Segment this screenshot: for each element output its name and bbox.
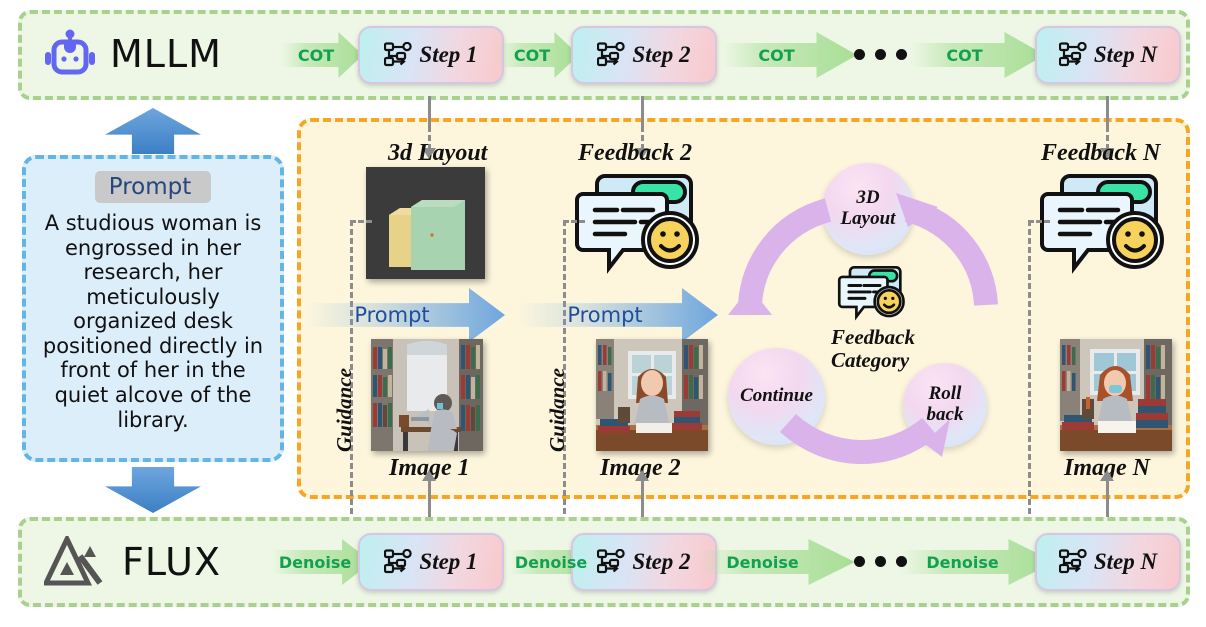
feedback-icon-2 [575, 168, 705, 280]
denoise-arrow-4-label: Denoise [926, 552, 999, 572]
caption-feedback-n: Feedback N [1041, 140, 1161, 166]
cot-arrow-2-label: COT [513, 45, 551, 65]
mllm-ellipsis [854, 49, 907, 60]
denoise-arrow-1: Denoise [272, 539, 372, 585]
mllm-step-n-label: Step N [1093, 42, 1158, 67]
denoise-arrow-4: Denoise [900, 539, 1055, 585]
guidance-1-label: Guidance [332, 368, 356, 452]
mllm-step-n[interactable]: Step N [1035, 26, 1181, 84]
guidance-1-hook [350, 220, 372, 223]
dot [875, 49, 886, 60]
flux-step-1-label: Step 1 [419, 549, 478, 574]
layout-down-arrowhead [422, 148, 436, 159]
mllm-step-1-label: Step 1 [419, 42, 478, 67]
layout-thumbnail [366, 167, 485, 279]
mllm-step-2-label: Step 2 [632, 42, 691, 67]
mllm-brand-label: MLLM [110, 32, 222, 76]
cycle-node-3d-layout[interactable]: 3D Layout [822, 163, 914, 255]
image-n-thumbnail [1060, 339, 1172, 451]
image-2-thumbnail [596, 339, 708, 451]
flux-step-n-label: Step N [1093, 549, 1158, 574]
mllm-step-2[interactable]: Step 2 [571, 26, 717, 84]
robot-icon [44, 28, 96, 80]
mllm-step2-down-line [641, 96, 644, 126]
feedbackn-down-arrowhead [1100, 148, 1114, 159]
image2-up-line [641, 478, 644, 533]
flux-step-n[interactable]: Step N [1035, 533, 1181, 591]
caption-feedback-2: Feedback 2 [578, 140, 692, 166]
prompt-to-mllm-arrow [105, 108, 201, 154]
imagen-up-line [1106, 478, 1109, 533]
cycle-center-feedback-icon [836, 263, 910, 323]
denoise-arrow-1-label: Denoise [278, 552, 352, 572]
dot [854, 49, 865, 60]
layout-down-dash [428, 126, 431, 150]
cot-arrow-1: COT [281, 32, 363, 78]
denoise-arrow-3-label: Denoise [726, 552, 799, 572]
flux-brand: FLUX [44, 536, 221, 588]
workflow-icon [597, 549, 626, 575]
flux-step-1[interactable]: Step 1 [358, 533, 504, 591]
workflow-icon [384, 42, 413, 68]
caption-3d-layout: 3d Layout [388, 140, 488, 166]
feedback2-down-dash [641, 126, 644, 150]
flux-step-2[interactable]: Step 2 [571, 533, 717, 591]
cycle-node-continue-label: Continue [740, 385, 813, 407]
guidance-1-line [350, 220, 353, 550]
guidance-2-line [563, 220, 566, 550]
guidance-2-hook [563, 220, 585, 223]
cycle-node-3d-layout-label: 3D Layout [840, 187, 896, 229]
guidance-n-hook [1028, 220, 1050, 223]
image2-up-arrowhead [635, 470, 649, 481]
mllm-stepn-down-line [1106, 96, 1109, 126]
denoise-arrow-2-label: Denoise [514, 552, 588, 572]
image-1-thumbnail [371, 339, 483, 451]
cycle-center-label-line2: Category [831, 348, 910, 372]
image1-up-line [428, 478, 431, 533]
guidance-n-line [1028, 220, 1031, 550]
prompt-arrow-2: Prompt [518, 288, 718, 342]
dot [896, 556, 907, 567]
imagen-up-arrowhead [1100, 470, 1114, 481]
prompt-arrow-1-label: Prompt [354, 303, 430, 327]
cot-arrow-4-label: COT [946, 45, 983, 65]
prompt-panel: Prompt A studious woman is engrossed in … [22, 155, 284, 462]
guidance-2-label: Guidance [545, 368, 569, 452]
prompt-text: A studious woman is engrossed in her res… [42, 211, 264, 432]
dot [854, 556, 865, 567]
cycle-node-rollback-label: Roll back [926, 383, 964, 425]
workflow-icon [597, 42, 626, 68]
flux-brand-label: FLUX [122, 540, 221, 584]
cot-arrow-4: COT [910, 32, 1045, 78]
cot-arrow-2: COT [497, 32, 579, 78]
cycle-center-label-line1: Feedback [831, 325, 915, 349]
image1-up-arrowhead [422, 470, 436, 481]
denoise-arrow-3: Denoise [700, 539, 855, 585]
prompt-to-flux-arrow [105, 467, 201, 513]
workflow-icon [384, 549, 413, 575]
prompt-arrow-1: Prompt [305, 288, 505, 342]
flux-step-2-label: Step 2 [632, 549, 691, 574]
flux-ellipsis [854, 556, 907, 567]
feedback-icon-n [1040, 168, 1170, 280]
mllm-step1-down-line [428, 96, 431, 126]
flux-logo-icon [44, 536, 108, 588]
prompt-chip-label: Prompt [94, 171, 212, 203]
cot-arrow-1-label: COT [297, 45, 335, 65]
mllm-brand: MLLM [44, 28, 222, 80]
cot-arrow-3-label: COT [758, 45, 795, 65]
feedbackn-down-dash [1106, 126, 1109, 150]
cycle-arrows [728, 193, 998, 464]
mllm-step-1[interactable]: Step 1 [358, 26, 504, 84]
cot-arrow-3: COT [722, 32, 857, 78]
workflow-icon [1058, 549, 1087, 575]
dot [896, 49, 907, 60]
workflow-icon [1058, 42, 1087, 68]
dot [875, 556, 886, 567]
feedback2-down-arrowhead [635, 148, 649, 159]
prompt-arrow-2-label: Prompt [567, 303, 643, 327]
